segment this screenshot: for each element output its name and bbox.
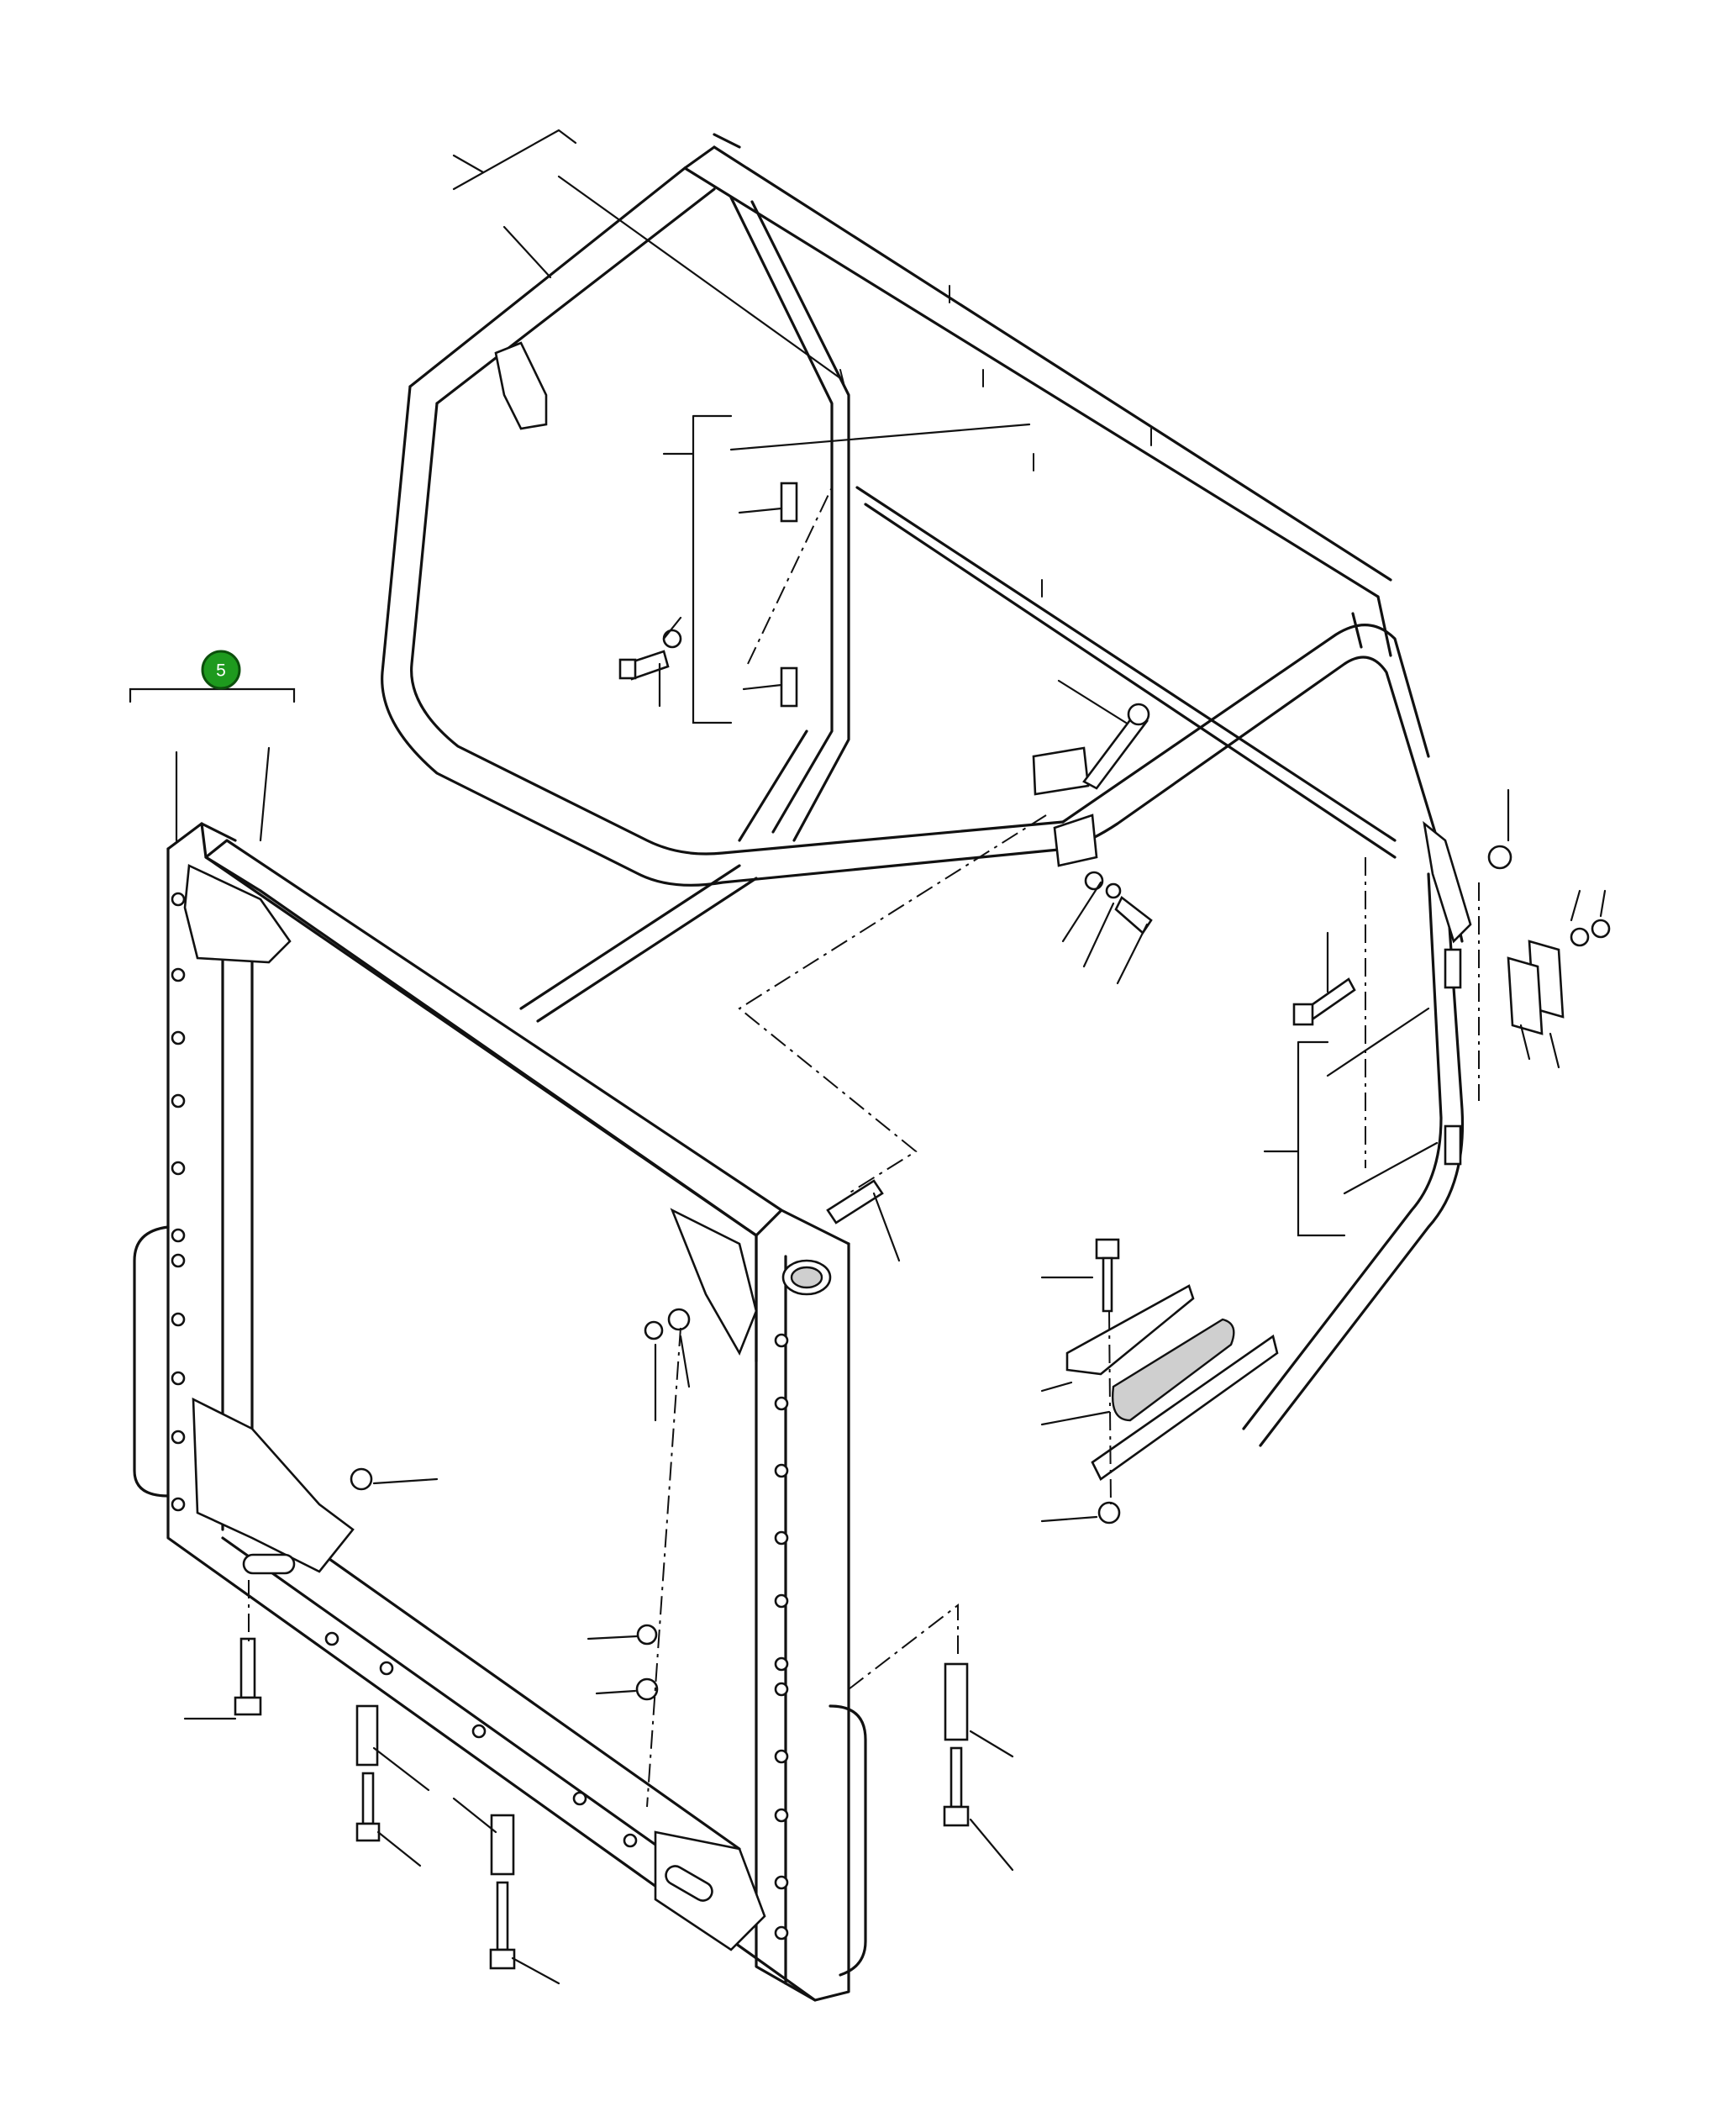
front-frame-assembly — [133, 822, 867, 2002]
leader-lines — [129, 129, 1607, 1985]
callout-5-circle[interactable] — [201, 650, 241, 690]
cab-frame-assembly — [381, 133, 1472, 1447]
hardware-parts — [234, 629, 1611, 1970]
callout-5[interactable]: 5 — [201, 650, 241, 690]
